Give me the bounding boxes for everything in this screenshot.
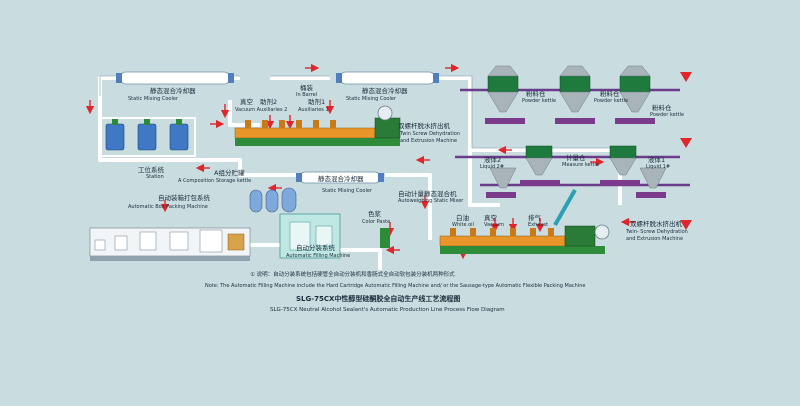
extruder-bottom	[439, 189, 610, 254]
aux2-zh: 助剂2	[260, 97, 277, 106]
powder-zh-2: 粉料仓	[600, 89, 620, 98]
powder-kettles	[485, 65, 655, 124]
static-cooler-mid-zh: 静态混合冷却器	[318, 174, 364, 183]
measure-kettles	[486, 145, 667, 198]
title-zh: SLG-75CX中性醇型硅酮胶全自动生产线工艺流程图	[296, 294, 460, 303]
liquid1-zh: 液体1	[648, 155, 665, 164]
in-barrel-en: In Barrel	[296, 92, 317, 98]
static-mixing-cooler-left	[116, 71, 234, 85]
comp-storage-en: A Composition Storage kettle	[178, 178, 251, 184]
twin-screw-top-zh: 双螺杆脱水挤出机	[398, 121, 451, 130]
liquid2-en: Liquid 2#	[480, 164, 504, 170]
liquid1-en: Liquid 1#	[646, 164, 670, 170]
color-paste-zh: 色浆	[368, 209, 382, 218]
filling-en: Automatic Filling Machine	[286, 253, 350, 259]
liquid2-zh: 液体2	[484, 155, 501, 164]
powder-en-2: Powder kettle	[594, 98, 628, 104]
color-paste-en: Color Paste	[362, 219, 390, 225]
aux1-zh: 助剂1	[308, 97, 325, 106]
white-oil-en: White oil	[452, 222, 474, 228]
in-barrel-zh: 桶装	[300, 83, 314, 92]
box-packing-en: Automatic Box Packing Machine	[128, 204, 208, 210]
title-en: SLG-75CX Neutral Alcohol Sealant's Autom…	[270, 307, 505, 313]
powder-zh-3: 粉料仓	[652, 103, 672, 112]
powder-en-3: Powder kettle	[650, 112, 684, 118]
station-zh: 工位系统	[138, 165, 165, 174]
exhaust-zh: 排气	[528, 213, 542, 222]
filling-zh: 自动分装系统	[296, 243, 336, 252]
static-cooler-left-zh: 静态混合冷却器	[150, 86, 196, 95]
static-mixing-cooler-right	[336, 71, 439, 85]
flow-arrows	[85, 63, 635, 260]
note-zh: ① 说明：自动分装系统包括硬管全自动分装机和香肠式全自动软包装分装机两种形式	[250, 270, 455, 278]
aux1-en: Auxiliaries 1	[298, 107, 329, 113]
static-cooler-right-zh: 静态混合冷却器	[362, 86, 408, 95]
twin-screw-bot-zh: 双螺杆脱水挤出机	[630, 219, 683, 228]
twin-screw-top-en1: Twin Screw Dehydration	[399, 131, 460, 137]
static-cooler-left-en: Static Mixing Cooler	[128, 96, 179, 102]
note-en: Note: The Automatic Filling Machine incl…	[205, 283, 585, 289]
powder-en-1: Powder kettle	[522, 98, 556, 104]
vacuum2-en: Vacuum	[484, 222, 504, 228]
vacuum2-zh: 真空	[484, 213, 498, 222]
twin-screw-bot-en2: and Extrusion Machine	[626, 236, 683, 242]
filling-machine	[279, 213, 341, 259]
static-cooler-mid-en: Static Mixing Cooler	[322, 188, 373, 194]
auto-static-mixer-en: Autoweighing Static Mixer	[398, 198, 464, 204]
composition-storage-kettles	[249, 187, 297, 213]
static-mixing-cooler-mid	[296, 171, 384, 184]
extruder-top	[234, 105, 401, 146]
station-en: Station	[146, 174, 164, 180]
twin-screw-top-en2: and Extrusion Machine	[400, 138, 457, 144]
powder-zh-1: 粉料仓	[526, 89, 546, 98]
box-packing-machine	[89, 227, 251, 261]
white-oil-zh: 白油	[456, 213, 469, 222]
exhaust-en: Exhaust	[528, 222, 548, 228]
station-kettles	[99, 117, 196, 157]
auto-static-mixer-zh: 自动计量静态混合机	[398, 189, 457, 198]
flow-triangles	[680, 72, 692, 230]
measure-en: Measure kettle	[562, 162, 599, 168]
measure-zh: 计量仓	[566, 153, 586, 162]
twin-screw-bot-en1: Twin- Screw Dehydration	[625, 229, 688, 235]
color-paste-tank	[380, 228, 390, 248]
vacuum-zh: 真空	[240, 97, 254, 106]
vac-aux-en: Vacuum Auxiliaries 2	[235, 107, 287, 113]
comp-storage-zh: A组分贮罐	[214, 168, 245, 177]
static-cooler-right-en: Static Mixing Cooler	[346, 96, 397, 102]
box-packing-zh: 自动装箱打包系统	[158, 193, 211, 202]
